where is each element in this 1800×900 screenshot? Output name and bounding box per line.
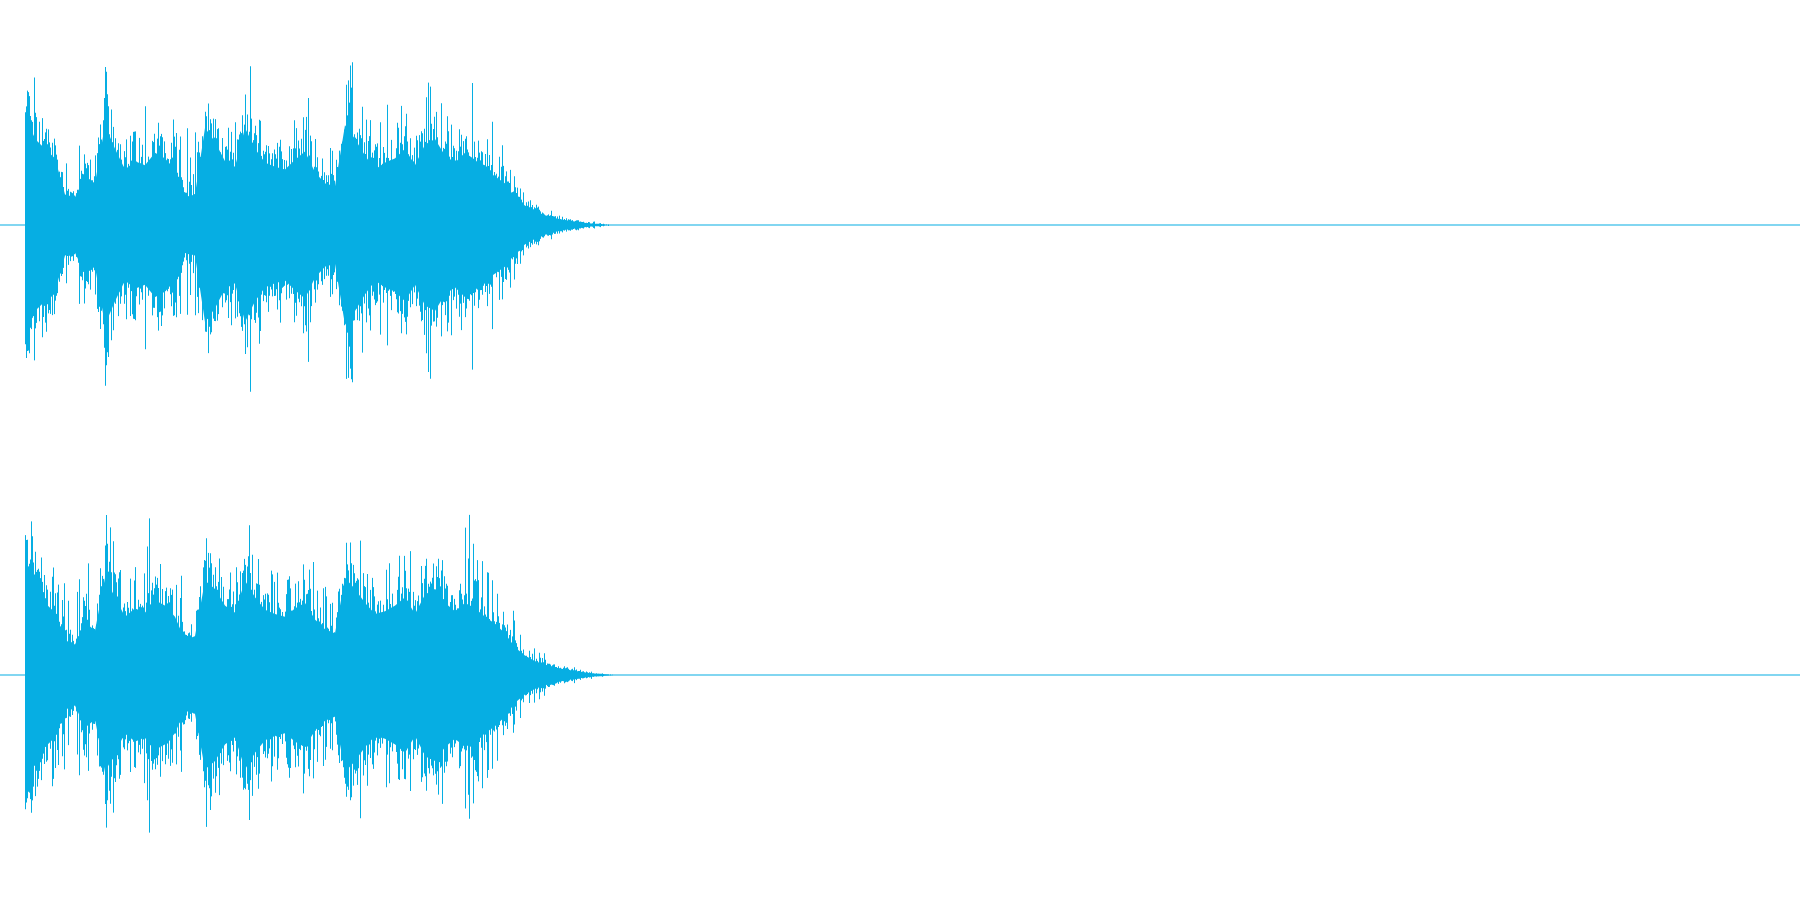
channel-2-waveform [25, 514, 625, 833]
channel-1-waveform [25, 62, 625, 392]
